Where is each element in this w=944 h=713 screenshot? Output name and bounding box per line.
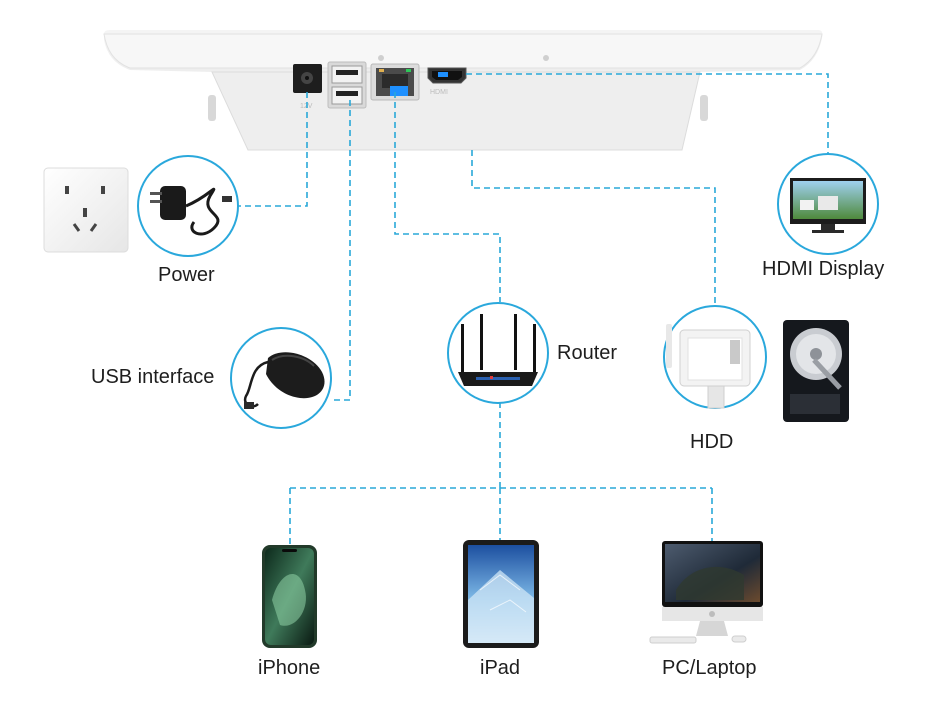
- hdmi-line: [466, 73, 829, 154]
- imac-icon: [649, 541, 763, 644]
- hdd-circle: [663, 305, 767, 409]
- usb-line: [331, 100, 351, 401]
- svg-text:HDMI: HDMI: [430, 89, 448, 96]
- router-icon: [458, 314, 538, 386]
- monitor-icon: [790, 178, 866, 233]
- iphone-label: iPhone: [258, 657, 321, 679]
- usb-circle: [230, 327, 332, 429]
- hdd-bay-icon: [666, 324, 751, 409]
- ipad-label: iPad: [480, 657, 521, 679]
- mouse-icon: [243, 352, 325, 409]
- iphone-icon: [262, 545, 317, 648]
- power-line: [238, 92, 308, 207]
- usb-ports-icon: [327, 61, 367, 109]
- router-circle: [447, 302, 549, 404]
- lan-router-line: [394, 92, 501, 302]
- nvr-device-icon: 12V HDMI: [103, 30, 823, 151]
- connector-lines: [238, 73, 829, 545]
- usb-interface-label: USB interface: [91, 366, 215, 388]
- ipad-icon: [463, 540, 539, 648]
- hdd-line: [471, 150, 716, 306]
- hdmi-port-icon: HDMI: [427, 67, 467, 96]
- hdmi-display-label: HDMI Display: [762, 258, 885, 280]
- router-label: Router: [557, 342, 618, 364]
- pc-laptop-label: PC/Laptop: [662, 657, 757, 679]
- lan-port-icon: [370, 63, 420, 101]
- wall-socket-icon: [43, 167, 129, 253]
- power-label: Power: [158, 264, 215, 286]
- hdd-label: HDD: [690, 431, 734, 453]
- power-adapter-icon: [150, 186, 232, 236]
- hdmi-circle: [777, 153, 879, 255]
- hard-drive-icon: [783, 320, 849, 422]
- power-circle: [137, 155, 239, 257]
